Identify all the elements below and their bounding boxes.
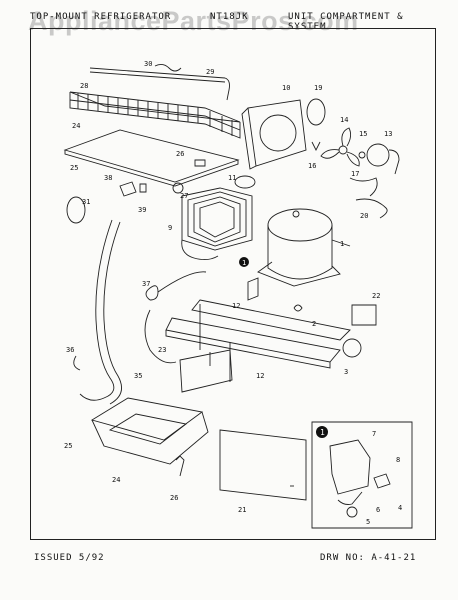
drip-panel	[63, 129, 240, 187]
base-rails	[165, 299, 351, 393]
callout-33: 30	[144, 60, 152, 68]
power-cord	[144, 309, 177, 364]
inset-marker: 1	[316, 426, 328, 438]
tube-coil	[181, 187, 253, 261]
callout-8: 8	[396, 456, 400, 464]
callout-14: 13	[384, 130, 392, 138]
header-section: UNIT COMPARTMENT & SYSTEM	[288, 12, 404, 32]
callout-10: 10	[282, 84, 290, 92]
header-model: NT18JK	[210, 12, 249, 22]
callout-30: 27	[180, 192, 188, 200]
relay-22	[351, 304, 377, 326]
callout-39: 39	[138, 206, 146, 214]
callout-22: 22	[372, 292, 380, 300]
clip-34	[66, 196, 86, 224]
callout-3: 3	[344, 368, 348, 376]
callout-4: 4	[398, 504, 402, 512]
inset-box	[311, 421, 413, 529]
callout-24: 24	[112, 476, 120, 484]
svg-text:1: 1	[242, 259, 246, 267]
bracket-29	[194, 159, 206, 167]
grommet-17	[311, 141, 321, 152]
callout-27: 24	[72, 122, 80, 130]
callout-17: 16	[308, 162, 316, 170]
watermark: AppliancePartsPros.com	[28, 6, 359, 36]
header-title: TOP-MOUNT REFRIGERATOR	[30, 12, 172, 22]
grommet-39	[139, 183, 147, 193]
fan-shroud	[241, 99, 307, 170]
callout-32: 29	[206, 68, 214, 76]
callout-15: 14	[340, 116, 348, 124]
bracket-3	[342, 338, 362, 358]
callout-35: 35	[134, 372, 142, 380]
footer-issued: ISSUED 5/92	[34, 553, 105, 563]
callout-6: 6	[376, 506, 380, 514]
callout-28: 25	[70, 164, 78, 172]
callout-11: 11	[228, 174, 236, 182]
callout-5: 5	[366, 518, 370, 526]
callout-1: 1	[340, 240, 344, 248]
tube-assembly-top	[89, 63, 230, 101]
drain-pan	[90, 397, 209, 465]
drawing-frame	[30, 28, 436, 540]
fan-bracket	[306, 98, 326, 126]
drain-tube	[73, 219, 123, 405]
callout-31: 28	[80, 82, 88, 90]
callout-26: 26	[170, 494, 178, 502]
drain-11	[234, 175, 256, 189]
callout-9: 9	[168, 224, 172, 232]
callout-36a: 36	[66, 346, 74, 354]
callout-29: 26	[176, 150, 184, 158]
callout-21: 21	[238, 506, 246, 514]
wire-18	[349, 177, 378, 197]
clip-26	[175, 455, 185, 477]
header-bar: TOP-MOUNT REFRIGERATOR NT18JK UNIT COMPA…	[30, 10, 446, 32]
callout-37: 37	[142, 280, 150, 288]
callout-16: 15	[359, 130, 367, 138]
fan-blade	[320, 127, 360, 167]
compressor-marker: 1	[239, 257, 249, 267]
harness-37	[145, 285, 159, 301]
callout-19: 19	[314, 84, 322, 92]
access-panel	[219, 429, 307, 501]
compressor	[257, 208, 351, 287]
footer-drawing-number: DRW NO: A-41-21	[320, 553, 417, 563]
fan-motor	[358, 143, 400, 175]
callout-18: 17	[351, 170, 359, 178]
part-30	[172, 182, 184, 194]
harness-wire	[157, 271, 207, 293]
callout-25: 25	[64, 442, 72, 450]
callout-20: 20	[360, 212, 368, 220]
grommet-2	[293, 304, 303, 312]
grommet-38	[119, 181, 137, 197]
condenser-coil	[69, 91, 241, 139]
callout-38: 38	[104, 174, 112, 182]
bracket-13	[247, 277, 259, 301]
callout-2: 2	[312, 320, 316, 328]
svg-text:1: 1	[320, 428, 325, 437]
callout-34: 31	[82, 198, 90, 206]
wire-20	[355, 198, 388, 219]
callout-23: 23	[158, 346, 166, 354]
callout-12: 12	[256, 372, 264, 380]
callout-13: 12	[232, 302, 240, 310]
callout-7: 7	[372, 430, 376, 438]
